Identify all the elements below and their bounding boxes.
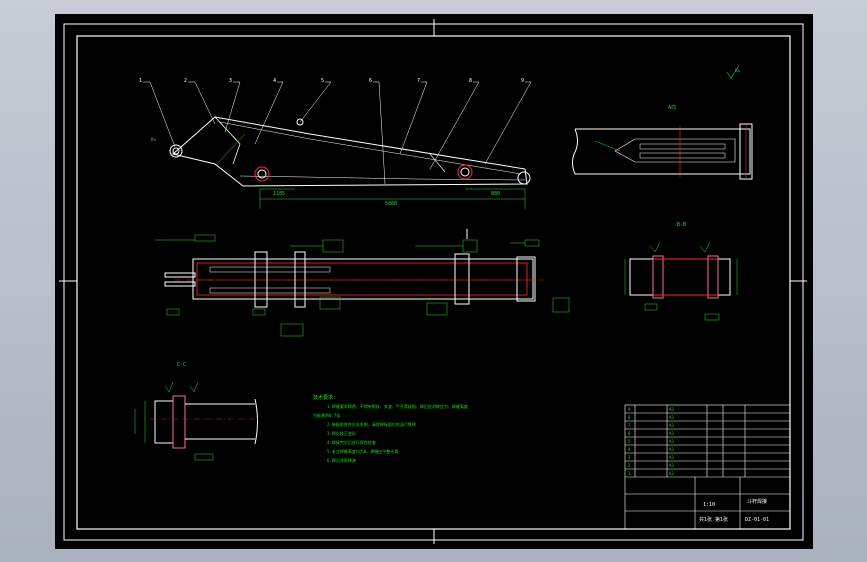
view-a-label: A向 xyxy=(668,104,676,111)
note-line-7: 6.焊后涂防锈漆 xyxy=(327,457,356,463)
svg-text:6: 6 xyxy=(628,431,631,436)
notes-heading: 技术要求: xyxy=(313,394,336,401)
svg-text:A3: A3 xyxy=(669,447,674,452)
callout-4: 4 xyxy=(273,78,276,84)
callout-9: 9 xyxy=(521,78,524,84)
svg-text:8: 8 xyxy=(628,415,631,420)
svg-text:7: 7 xyxy=(628,423,631,428)
drawing-viewport[interactable]: 1 2 3 4 5 6 7 8 9 5080 1185 880 Ra Ra A向 xyxy=(55,14,813,549)
svg-text:A3: A3 xyxy=(669,463,674,468)
dim-left: 1185 xyxy=(273,191,285,197)
arm-elevation-view: 1 2 3 4 5 6 7 8 9 5080 1185 880 Ra xyxy=(139,78,532,209)
technical-notes: 技术要求: 1.焊缝要求焊透，不得有裂纹、夹渣、气孔等缺陷，焊后应消除应力，焊缝… xyxy=(313,394,468,463)
svg-text:A3: A3 xyxy=(669,455,674,460)
cad-drawing: 1 2 3 4 5 6 7 8 9 5080 1185 880 Ra Ra A向 xyxy=(59,19,807,544)
callout-1: 1 xyxy=(139,78,142,84)
callout-6: 6 xyxy=(369,78,372,84)
callout-8: 8 xyxy=(469,78,472,84)
svg-text:A3: A3 xyxy=(669,431,674,436)
title-block xyxy=(624,404,791,530)
svg-text:1: 1 xyxy=(628,471,631,476)
title-scale: 1:10 xyxy=(703,502,715,508)
svg-text:3: 3 xyxy=(628,455,631,460)
callout-2: 2 xyxy=(184,78,187,84)
note-line-5: 4.焊接完毕后进行探伤检查 xyxy=(327,439,376,445)
roughness-mark: Ra xyxy=(151,137,156,142)
svg-text:5: 5 xyxy=(628,439,631,444)
dim-overall: 5080 xyxy=(385,201,397,207)
callout-labels: 1 2 3 4 5 6 7 8 9 xyxy=(139,78,524,84)
section-cc-label: C-C xyxy=(177,362,186,368)
note-line-6: 5.未注焊缝高度均为8，焊缝应平整光滑 xyxy=(327,448,398,454)
note-line-4: 3.焊后校正变形 xyxy=(327,430,356,436)
section-cc: C-C xyxy=(134,362,260,461)
dim-right: 880 xyxy=(491,191,500,197)
callout-7: 7 xyxy=(417,78,420,84)
svg-text:9: 9 xyxy=(628,407,631,412)
title-sheet: 共1张 第1张 xyxy=(699,516,728,523)
svg-text:A3: A3 xyxy=(669,407,674,412)
note-line-2: 为板厚的0.7倍 xyxy=(313,412,340,418)
roughness-symbol: Ra xyxy=(726,65,740,79)
svg-text:A3: A3 xyxy=(669,423,674,428)
note-line-1: 1.焊缝要求焊透，不得有裂纹、夹渣、气孔等缺陷，焊后应消除应力，焊缝高度 xyxy=(327,403,468,409)
arm-plan-view xyxy=(155,229,570,337)
note-line-3: 2.装配前各件应去毛刺，清除焊接部位的油污铁锈 xyxy=(327,421,416,427)
svg-text:2: 2 xyxy=(628,463,631,468)
callout-5: 5 xyxy=(321,78,324,84)
svg-text:A3: A3 xyxy=(669,415,674,420)
title-name: 斗杆焊接 xyxy=(747,498,767,505)
svg-text:Ra: Ra xyxy=(735,68,740,73)
svg-text:A3: A3 xyxy=(669,439,674,444)
section-bb-label: B-B xyxy=(677,222,686,228)
view-a: A向 xyxy=(572,104,753,180)
title-code: DZ-01-01 xyxy=(745,517,769,523)
svg-text:4: 4 xyxy=(628,447,631,452)
section-bb: B-B xyxy=(624,222,738,321)
callout-3: 3 xyxy=(229,78,232,84)
svg-text:A3: A3 xyxy=(669,471,674,476)
